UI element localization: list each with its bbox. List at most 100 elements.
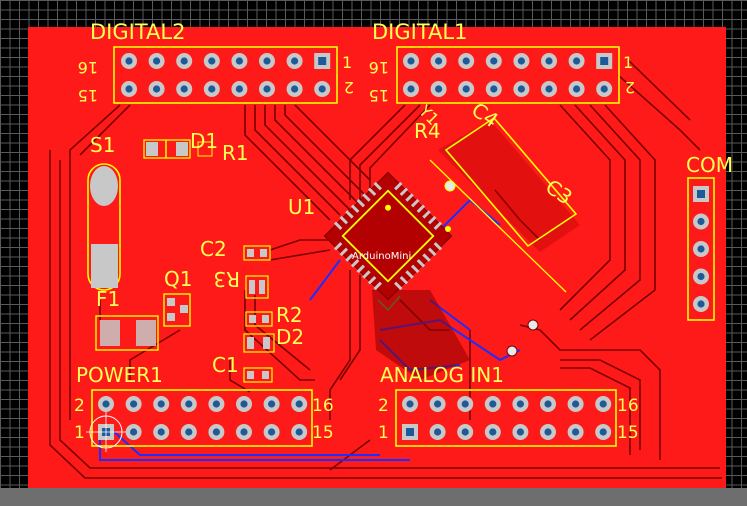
mcu-pin — [333, 221, 343, 230]
pin-p1-16: 16 — [312, 396, 334, 416]
resistor-r3[interactable] — [245, 275, 269, 299]
header-power1[interactable] — [91, 389, 313, 447]
pin-d2-1: 1 — [342, 53, 352, 72]
diode-d1[interactable] — [143, 139, 191, 159]
mcu-pin — [422, 253, 431, 262]
label-com: COM — [686, 153, 733, 177]
pin-d2-2: 2 — [344, 78, 354, 97]
pad-hole — [318, 85, 326, 93]
label-analog-in1: ANALOG IN1 — [380, 363, 504, 387]
pad-hole — [599, 400, 607, 408]
pad-hole — [125, 85, 133, 93]
transistor-q1[interactable] — [163, 293, 191, 327]
pad-hole — [462, 85, 470, 93]
header-com[interactable] — [687, 177, 715, 321]
pad-hole — [153, 57, 161, 65]
label-power1: POWER1 — [76, 363, 163, 387]
fuse-f1[interactable] — [95, 315, 159, 351]
c3-region — [438, 120, 580, 252]
pad-hole — [697, 300, 705, 308]
mcu-pin — [345, 253, 354, 262]
pad-hole — [268, 428, 276, 436]
pad-hole — [240, 400, 248, 408]
mcu-pin — [422, 210, 431, 219]
pin-d2-15: 15 — [78, 86, 98, 105]
capacitor-c1[interactable] — [243, 367, 273, 383]
mcu-pin — [333, 242, 343, 251]
pad-hole — [517, 85, 526, 93]
mcu-pin — [362, 193, 371, 202]
label-r2: R2 — [276, 303, 303, 327]
label-r3: R3 — [213, 267, 240, 291]
pad-hole — [130, 428, 138, 436]
vias — [445, 226, 539, 357]
pin-p1-1: 1 — [74, 423, 85, 443]
pad-hole — [434, 400, 442, 408]
mcu-pin — [367, 275, 377, 285]
pad-hole — [235, 57, 243, 65]
pad-hole — [407, 85, 415, 93]
mcu-pin — [427, 215, 437, 225]
label-s1: S1 — [90, 133, 115, 157]
mcu-pin — [373, 181, 382, 191]
label-digital2: DIGITAL2 — [90, 20, 185, 44]
pad-hole — [516, 400, 525, 408]
pad-hole — [263, 57, 271, 65]
pad-hole — [406, 400, 414, 408]
pad-hole — [434, 428, 442, 436]
mcu-pin — [416, 204, 426, 214]
mcu-pin — [373, 281, 382, 291]
mcu-pin — [362, 270, 371, 279]
header-digital2[interactable] — [113, 46, 338, 104]
pad-hole — [435, 85, 443, 93]
pad-hole — [490, 57, 498, 65]
pad-hole — [600, 57, 609, 65]
mcu-pin — [405, 193, 414, 202]
mcu-pin — [350, 258, 360, 268]
pad-hole — [516, 428, 525, 436]
pad-hole — [461, 400, 469, 408]
pad-hole — [697, 272, 705, 281]
ground-plane-region — [372, 290, 470, 380]
resistor-r1[interactable] — [197, 141, 213, 157]
mcu-pin — [339, 247, 349, 257]
pad-hole — [208, 85, 216, 93]
pad-hole — [544, 400, 552, 408]
label-r4: R4 — [414, 119, 441, 143]
crystal-y1[interactable] — [429, 116, 578, 293]
resistor-r2[interactable] — [245, 311, 273, 327]
pad-hole — [153, 85, 161, 93]
pin-d1-1: 1 — [623, 53, 633, 72]
capacitor-c2[interactable] — [243, 245, 271, 261]
pad-hole — [462, 57, 470, 65]
mcu-pin — [394, 181, 403, 191]
pin-d1-16: 16 — [369, 58, 389, 77]
switch-s1[interactable] — [87, 163, 121, 291]
pin-p1-2: 2 — [74, 396, 85, 416]
pin-a1-16: 16 — [617, 396, 639, 416]
canvas-bottom-strip — [0, 488, 747, 506]
pad-hole — [157, 428, 165, 436]
mcu-u1[interactable] — [322, 170, 455, 303]
diode-d2[interactable] — [243, 333, 275, 353]
pad-hole — [157, 400, 165, 408]
pad-hole — [180, 85, 188, 93]
pad-hole — [212, 428, 220, 436]
pad-hole — [291, 57, 299, 65]
label-f1: F1 — [96, 287, 120, 311]
mcu-pin — [394, 281, 403, 291]
label-c2: C2 — [200, 237, 227, 261]
pad-hole — [461, 428, 469, 436]
header-digital1[interactable] — [396, 46, 620, 104]
header-analog-in1[interactable] — [395, 389, 617, 447]
label-c1: C1 — [212, 353, 239, 377]
pad-hole — [235, 85, 243, 93]
pad-hole — [573, 57, 581, 65]
mcu-pin — [356, 198, 366, 208]
pad-hole — [697, 190, 705, 198]
pin-p1-15: 15 — [312, 423, 334, 443]
label-arduino-mini: ArduinoMini — [352, 251, 411, 262]
pad-hole — [599, 428, 607, 436]
